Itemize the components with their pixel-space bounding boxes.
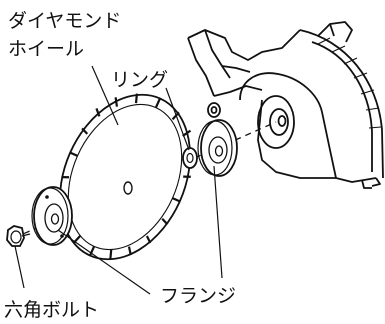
saw-body bbox=[187, 21, 384, 189]
flange-label: フランジ bbox=[160, 285, 236, 307]
outer-flange bbox=[31, 186, 73, 246]
hex-bolt-label: 六角ボルト bbox=[4, 299, 99, 321]
hex-bolt bbox=[6, 225, 31, 247]
diamond-wheel bbox=[58, 93, 196, 261]
inner-flange bbox=[197, 119, 238, 177]
leader-lines bbox=[14, 65, 223, 295]
diamond-wheel-label-line2: ホイール bbox=[8, 38, 84, 60]
ring-label: リング bbox=[111, 69, 168, 91]
diamond-wheel-label-line1: ダイヤモンド bbox=[8, 10, 121, 32]
ring-washer bbox=[182, 147, 198, 169]
